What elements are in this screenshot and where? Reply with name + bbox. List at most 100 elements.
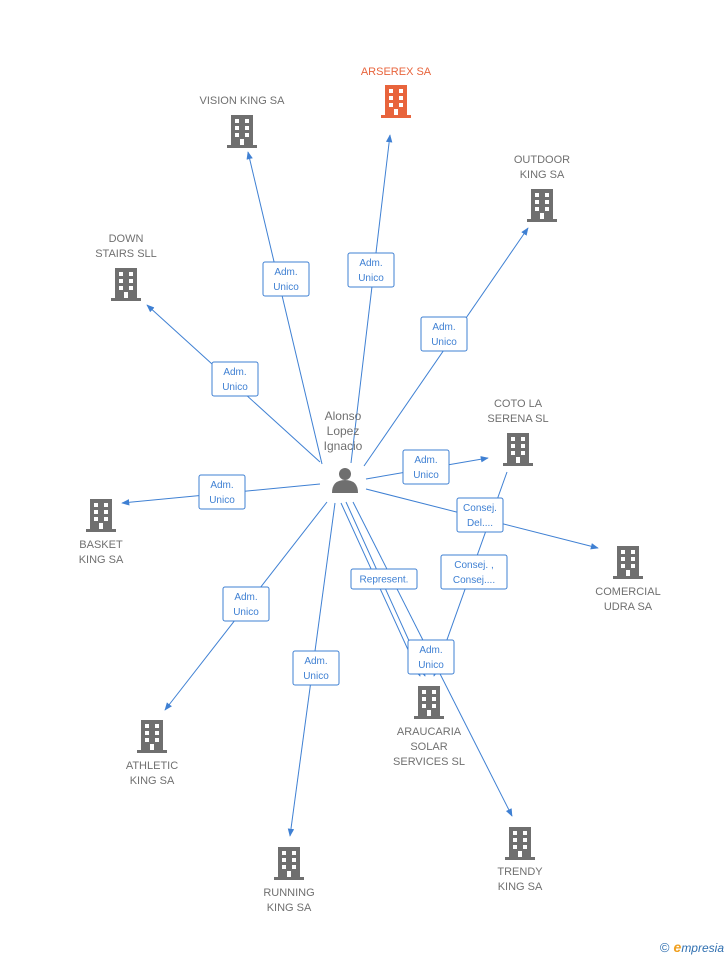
edges-layer [121,134,599,837]
role-badge-text: Adm. [304,656,327,667]
role-badge-text: Unico [233,607,259,618]
role-badge-text: Adm. [359,258,382,269]
person-name-label[interactable]: Ignacio [324,439,363,453]
building-icon[interactable] [227,115,257,148]
role-badge-box [407,639,455,675]
role-badge[interactable]: Consej. Del.... [456,497,504,533]
role-badge[interactable]: Adm. Unico [347,252,395,288]
building-icon[interactable] [613,546,643,579]
role-badge-text: Unico [273,282,299,293]
company-label[interactable]: SOLAR [410,741,447,753]
role-badge-box [420,316,468,352]
company-node-down-stairs-sll[interactable]: DOWN STAIRS SLL [95,233,157,301]
building-icon[interactable] [381,85,411,118]
company-label[interactable]: UDRA SA [604,601,653,613]
role-badge-text: Unico [431,337,457,348]
nodes-layer: VISION KING SA ARSEREX SA OUTDOOR KING SA DO… [79,66,661,914]
role-badge[interactable]: Adm. Unico [262,261,310,297]
role-badge[interactable]: Adm. Unico [407,639,455,675]
company-label[interactable]: VISION KING SA [200,95,286,107]
role-badge-box [350,568,418,590]
role-badge-box [198,474,246,510]
company-node-arserex-sa[interactable]: ARSEREX SA [361,66,432,118]
role-badge-box [262,261,310,297]
company-node-araucaria-solar-services-sl[interactable]: ARAUCARIA SOLAR SERVICES SL [393,686,465,768]
building-icon[interactable] [503,433,533,466]
company-node-coto-la-serena-sl[interactable]: COTO LA SERENA SL [487,398,549,466]
role-badge-box [456,497,504,533]
role-badge-text: Adm. [274,267,297,278]
company-label[interactable]: TRENDY [497,866,543,878]
role-badge-text: Unico [358,273,384,284]
company-node-athletic-king-sa[interactable]: ATHLETIC KING SA [126,720,178,787]
role-badge-text: Adm. [419,645,442,656]
role-badge-text: Adm. [223,367,246,378]
role-badge-text: Adm. [210,480,233,491]
company-node-vision-king-sa[interactable]: VISION KING SA [200,95,286,148]
company-node-basket-king-sa[interactable]: BASKET KING SA [79,499,124,566]
role-badge[interactable]: Consej. , Consej.... [440,554,508,590]
role-badge-box [222,586,270,622]
company-label[interactable]: ARSEREX SA [361,66,432,78]
role-badge[interactable]: Adm. Unico [402,449,450,485]
role-badge-text: Adm. [432,322,455,333]
person-icon[interactable] [332,468,358,493]
building-icon[interactable] [505,827,535,860]
role-badge-text: Unico [418,660,444,671]
badges-layer: Adm.UnicoAdm.UnicoAdm.UnicoAdm.UnicoAdm.… [198,252,508,686]
role-badge[interactable]: Adm.Unico [292,650,340,686]
company-label[interactable]: RUNNING [263,887,314,899]
role-badge[interactable]: Represent. [350,568,418,590]
company-label[interactable]: KING SA [267,902,312,914]
company-label[interactable]: KING SA [130,775,175,787]
role-badge-text: Unico [222,382,248,393]
edge-person-arserex-sa [350,134,393,464]
company-label[interactable]: ARAUCARIA [397,726,462,738]
company-label[interactable]: DOWN [109,233,144,245]
footer-brand: © empresia [660,938,724,956]
role-badge-box [440,554,508,590]
company-label[interactable]: KING SA [79,554,124,566]
role-badge[interactable]: Adm. Unico [198,474,246,510]
company-label[interactable]: ATHLETIC [126,760,178,772]
company-node-trendy-king-sa[interactable]: TRENDY KING SA [497,827,543,893]
role-badge-text: Del.... [467,518,493,529]
brand-logo: empresia [673,939,724,955]
role-badge-box [347,252,395,288]
building-icon[interactable] [86,499,116,532]
role-badge-text: Consej. , [454,560,493,571]
company-label[interactable]: STAIRS SLL [95,248,157,260]
building-icon[interactable] [274,847,304,880]
company-label[interactable]: SERVICES SL [393,756,465,768]
person-name-label[interactable]: Lopez [327,424,360,438]
company-label[interactable]: SERENA SL [487,413,548,425]
building-icon[interactable] [111,268,141,301]
role-badge-text: Adm. [234,592,257,603]
building-icon[interactable] [137,720,167,753]
copyright-icon: © [659,939,670,955]
company-node-running-king-sa[interactable]: RUNNING KING SA [263,847,315,914]
role-badge-text: Consej.... [453,575,495,586]
role-badge-text: Adm. [414,455,437,466]
company-label[interactable]: KING SA [520,169,565,181]
role-badge[interactable]: Adm. Unico [420,316,468,352]
role-badge-text: Unico [209,495,235,506]
role-badge-text: Represent. [360,575,409,586]
building-icon[interactable] [527,189,557,222]
company-label[interactable]: OUTDOOR [514,154,570,166]
company-node-comercial-udra-sa[interactable]: COMERCIAL UDRA SA [595,546,661,613]
company-label[interactable]: BASKET [79,539,123,551]
role-badge[interactable]: Adm. Unico [211,361,259,397]
company-label[interactable]: COMERCIAL [595,586,660,598]
company-node-outdoor-king-sa[interactable]: OUTDOOR KING SA [514,154,570,222]
role-badge-text: Unico [413,470,439,481]
role-badge-box [402,449,450,485]
role-badge-text: Consej. [463,503,497,514]
company-label[interactable]: KING SA [498,881,543,893]
person-name-label[interactable]: Alonso [325,409,362,423]
building-icon[interactable] [414,686,444,719]
role-badge[interactable]: Adm. Unico [222,586,270,622]
company-label[interactable]: COTO LA [494,398,543,410]
